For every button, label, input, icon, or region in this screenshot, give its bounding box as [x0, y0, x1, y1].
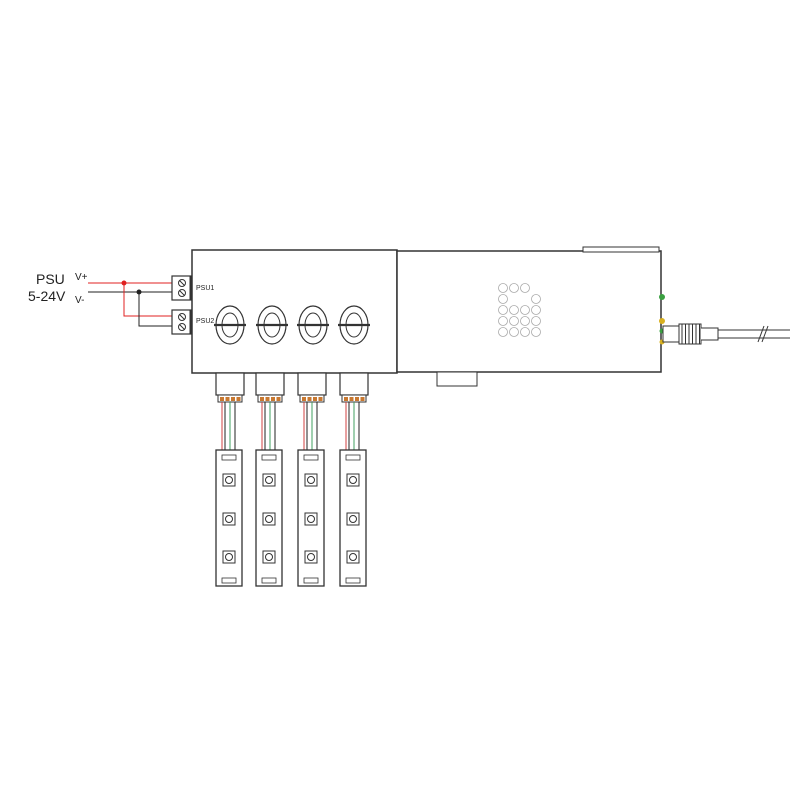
psu1-port-label: PSU1 — [196, 285, 214, 292]
led-matrix-dot — [520, 316, 530, 326]
ethernet-plug-icon — [662, 323, 790, 345]
led-matrix-dot — [498, 316, 508, 326]
led-matrix-dot — [498, 294, 508, 304]
led-matrix — [498, 283, 541, 337]
led-matrix-dot — [509, 327, 519, 337]
status-led-yellow-icon — [659, 318, 665, 324]
output-port-2 — [256, 305, 288, 345]
psu-label: PSU — [36, 271, 65, 287]
psu-voltage-label: 5-24V — [28, 288, 66, 304]
positive-junction — [121, 280, 127, 286]
led-matrix-dot — [531, 294, 541, 304]
output-ports — [214, 305, 370, 345]
strip-led — [346, 473, 360, 487]
led-strip-2 — [255, 372, 285, 587]
led-matrix-dot — [498, 305, 508, 315]
output-port-1 — [214, 305, 246, 345]
strip-led — [222, 512, 236, 526]
led-strip-3 — [297, 372, 327, 587]
led-matrix-dot — [520, 283, 530, 293]
led-matrix-dot — [509, 283, 519, 293]
led-matrix-dot — [520, 305, 530, 315]
psu2-port-label: PSU2 — [196, 318, 214, 325]
strip-led — [262, 512, 276, 526]
power-wiring — [88, 280, 172, 327]
status-led-green-icon — [659, 294, 665, 300]
strip-led — [346, 512, 360, 526]
strip-led — [304, 550, 318, 564]
strip-led — [262, 473, 276, 487]
strip-led — [304, 512, 318, 526]
led-matrix-dot — [531, 316, 541, 326]
strip-led — [346, 550, 360, 564]
led-strip-4 — [339, 372, 369, 587]
extension-module-bottom-tab — [436, 371, 478, 387]
led-strips — [215, 372, 369, 587]
led-matrix-dot — [531, 305, 541, 315]
strip-led — [222, 550, 236, 564]
output-port-3 — [297, 305, 329, 345]
led-strip-1 — [215, 372, 245, 587]
extension-module-top-lip — [582, 246, 660, 253]
v-minus-label: V- — [75, 295, 84, 306]
strip-connector — [339, 372, 369, 396]
led-matrix-dot — [520, 327, 530, 337]
led-matrix-dot — [498, 283, 508, 293]
strip-connector — [255, 372, 285, 396]
strip-connector — [297, 372, 327, 396]
strip-connector — [215, 372, 245, 396]
extension-module — [396, 246, 665, 387]
strip-led — [304, 473, 318, 487]
terminal-block-psu2 — [171, 309, 195, 335]
led-matrix-dot — [509, 305, 519, 315]
led-matrix-dot — [531, 327, 541, 337]
led-matrix-dot — [509, 316, 519, 326]
output-port-4 — [338, 305, 370, 345]
negative-wire-branch — [138, 292, 172, 327]
positive-wire-branch — [123, 283, 172, 317]
led-matrix-dot — [498, 327, 508, 337]
strip-led — [222, 473, 236, 487]
strip-led — [262, 550, 276, 564]
v-plus-label: V+ — [75, 272, 88, 283]
negative-junction — [136, 289, 142, 295]
terminal-block-psu1 — [171, 275, 195, 301]
